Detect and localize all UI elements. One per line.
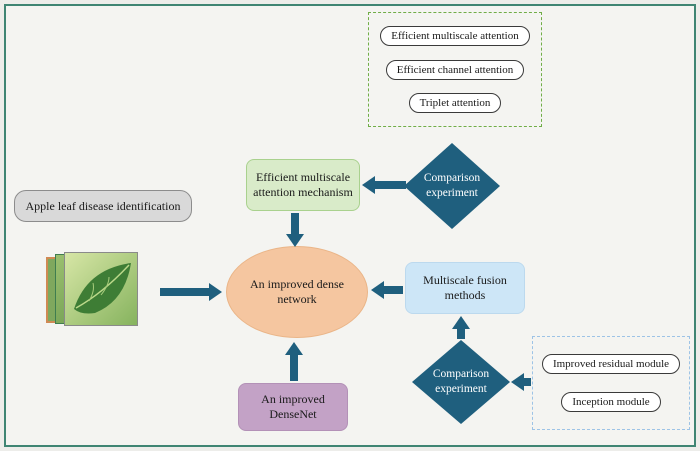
leaf-illustration-icon [65,253,137,325]
multiscale-fusion-box: Multiscale fusion methods [405,262,525,314]
module-item-inception: Inception module [561,391,661,412]
arrow-fusion-to-network-icon [371,281,403,299]
ema-mechanism-box: Efficient multiscale attention mechanism [246,159,360,211]
improved-densenet-box: An improved DenseNet [238,383,348,431]
attention-candidates-panel: Efficient multiscale attention Efficient… [368,12,542,127]
attention-item-efficient-channel: Efficient channel attention [385,59,525,80]
leaf-photo-front [64,252,138,326]
arrow-densenet-to-network-icon [285,342,303,381]
arrow-comparison-to-fusion-icon [452,316,470,339]
module-item-improved-residual: Improved residual module [541,354,681,375]
attention-item-triplet: Triplet attention [408,92,502,113]
attention-item-efficient-multiscale: Efficient multiscale attention [380,26,530,47]
improved-dense-network-ellipse: An improved dense network [226,246,368,338]
task-label-box: Apple leaf disease identification [14,190,192,222]
arrow-modules-to-comparison-icon [511,373,531,391]
arrow-comparison-to-ema-icon [362,176,406,194]
module-candidates-panel: Improved residual module Inception modul… [532,336,690,430]
arrow-photos-to-network-icon [160,283,222,301]
arrow-ema-to-network-icon [286,213,304,247]
